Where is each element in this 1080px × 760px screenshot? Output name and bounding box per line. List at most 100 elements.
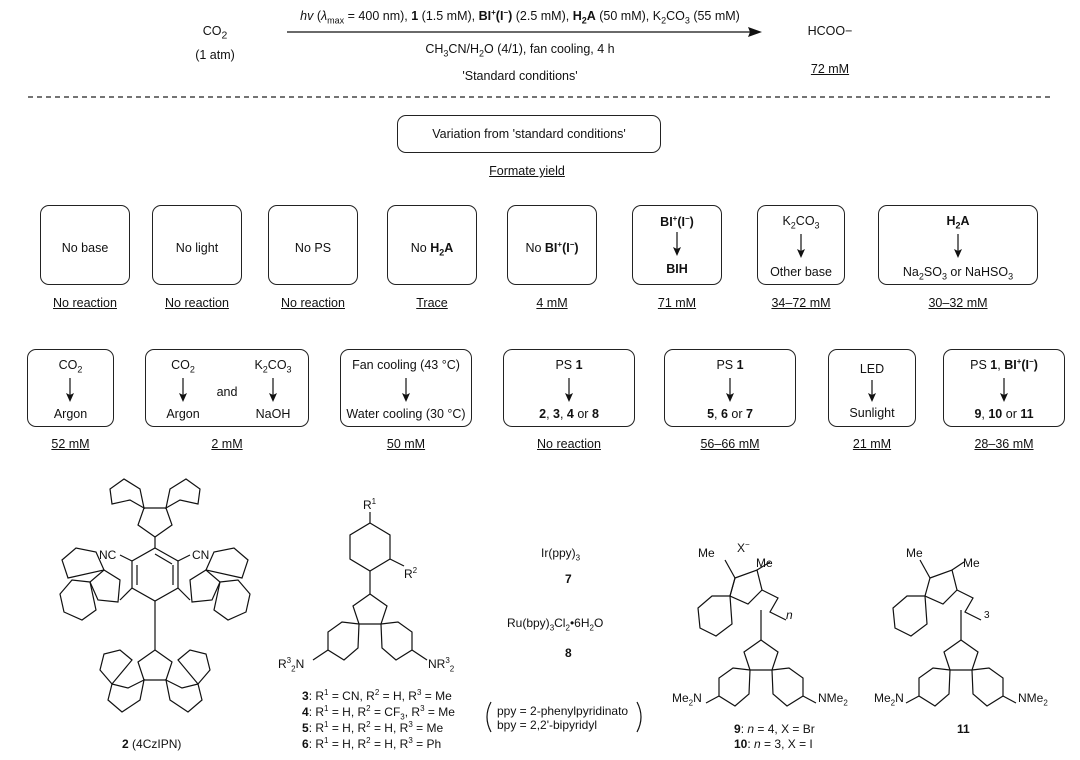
fan-cooling-label: Fan cooling (43 °C) [352,358,460,372]
s3-variant-5: 5: R1 = H, R2 = H, R3 = Me [302,720,444,735]
h2a-from-label: H2A [946,214,970,231]
ps1-bi-label: PS 1, BI+(I−) [970,357,1038,373]
bi-result: 71 mM [657,296,697,310]
variation-no-bi [507,205,597,285]
variation-no-ps [268,205,358,285]
s3-r3-right-label: NR32 [428,656,455,674]
co2-argon-result: 52 mM [51,437,90,451]
variation-text: Variation from 'standard conditions' [432,127,626,141]
bi-from-label: BI+(I−) [660,214,694,230]
co2-b-from-label: CO2 [171,358,195,375]
variation-box [397,115,661,153]
variation-no-h2a [387,205,477,285]
variation-bi-to-bih [632,205,722,285]
other-base-result: 34–72 mM [771,296,831,310]
ps1-b-label: PS 1 [716,358,744,372]
ps-91011-result: 28–36 mM [974,437,1034,451]
s11-label: 11 [957,722,970,736]
led-result: 21 mM [852,437,892,451]
s9-label-10: 10: n = 3, X = I [734,737,813,751]
cooling-result: 50 mM [386,437,426,451]
no-h2a-label: No H2A [410,241,454,258]
ru-label: Ru(bpy)3Cl2•6H2O [507,616,604,633]
variation-co2-k2co3 [145,349,309,427]
argon-b-label: Argon [166,407,200,421]
ps-91011-label: 9, 10 or 11 [974,407,1034,421]
led-label: LED [859,362,885,376]
formate-yield-label: Formate yield [489,164,565,178]
down-arrow-icon [179,378,187,402]
sulfite-result: 30–32 mM [928,296,988,310]
sulfite-label: Na2SO3 or NaHSO3 [902,265,1014,282]
down-arrow-icon [797,234,805,258]
k2co3-b-from-label: K2CO3 [254,358,292,375]
s9-n-label: n [786,608,793,622]
s11-me1-label: Me [906,546,923,560]
s3-variant-3: 3: R1 = CN, R2 = H, R3 = Me [302,688,452,703]
reactant-co2: CO2 [202,24,228,42]
s9-nme2-right: NMe2 [818,691,848,708]
s2-nc-label: NC [99,548,117,562]
naoh-label: NaOH [255,407,291,421]
ps-2348-result: No reaction [537,437,601,451]
other-base-label: Other base [770,265,832,279]
no-ps-label: No PS [294,241,332,255]
no-light-label: No light [175,241,219,255]
s3-variant-4: 4: R1 = H, R2 = CF3, R3 = Me [302,704,455,722]
product-formate: HCOO− [807,24,853,38]
s9-me2-label: Me [756,556,773,570]
s9-me1-label: Me [698,546,715,560]
s11-n-label: 3 [984,610,990,621]
ir-number: 7 [565,572,572,586]
s3-r2-label: R2 [404,566,418,581]
argon-label: Argon [53,407,88,421]
ps-567-result: 56–66 mM [700,437,760,451]
conditions-line-1: hv (λmax = 400 nm), 1 (1.5 mM), BI+(I−) … [300,8,740,26]
product-yield: 72 mM [810,62,850,76]
no-bi-result: 4 mM [536,296,568,310]
s11-me2-label: Me [963,556,980,570]
no-ps-result: No reaction [281,296,345,310]
k2co3-from-label: K2CO3 [782,214,820,231]
co2-k2co3-result: 2 mM [211,437,243,451]
down-arrow-icon [402,378,410,402]
down-arrow-icon [726,378,734,402]
no-bi-label: No BI+(I−) [525,240,579,256]
conditions-line-2: CH3CN/H2O (4/1), fan cooling, 4 h [425,42,615,59]
s9-x-label: X− [737,540,750,555]
ps-2348-label: 2, 3, 4 or 8 [539,407,599,421]
s9-label-9: 9: n = 4, X = Br [734,722,815,736]
s3-variant-6: 6: R1 = H, R2 = H, R3 = Ph [302,736,442,751]
down-arrow-icon [1000,378,1008,402]
water-cooling-label: Water cooling (30 °C) [346,407,466,421]
down-arrow-icon [66,378,74,402]
down-arrow-icon [954,234,962,258]
down-arrow-icon [868,380,876,402]
legend-ppy: ppy = 2-phenylpyridinato [497,704,629,718]
s3-r1-label: R1 [363,497,377,512]
no-h2a-result: Trace [416,296,448,310]
s2-cn-label: CN [192,548,210,562]
down-arrow-icon [269,378,277,402]
s11-nme2-left: Me2N [874,691,904,708]
no-base-label: No base [61,241,109,255]
ps1-a-label: PS 1 [555,358,583,372]
bi-to-label: BIH [666,262,688,276]
ps-567-label: 5, 6 or 7 [707,407,753,421]
variation-no-base [40,205,130,285]
legend-bpy: bpy = 2,2'-bipyridyl [497,718,598,732]
ru-number: 8 [565,646,572,660]
ir-label: Ir(ppy)3 [541,546,581,563]
down-arrow-icon [565,378,573,402]
variation-no-light [152,205,242,285]
co2-from-label: CO2 [58,358,83,375]
s2-compound-label: 2 (4CzIPN) [122,737,182,751]
down-arrow-icon [673,232,681,256]
s9-nme2-left: Me2N [672,691,702,708]
s11-nme2-right: NMe2 [1018,691,1048,708]
sunlight-label: Sunlight [849,406,895,420]
no-light-result: No reaction [165,296,229,310]
and-label: and [216,385,238,399]
